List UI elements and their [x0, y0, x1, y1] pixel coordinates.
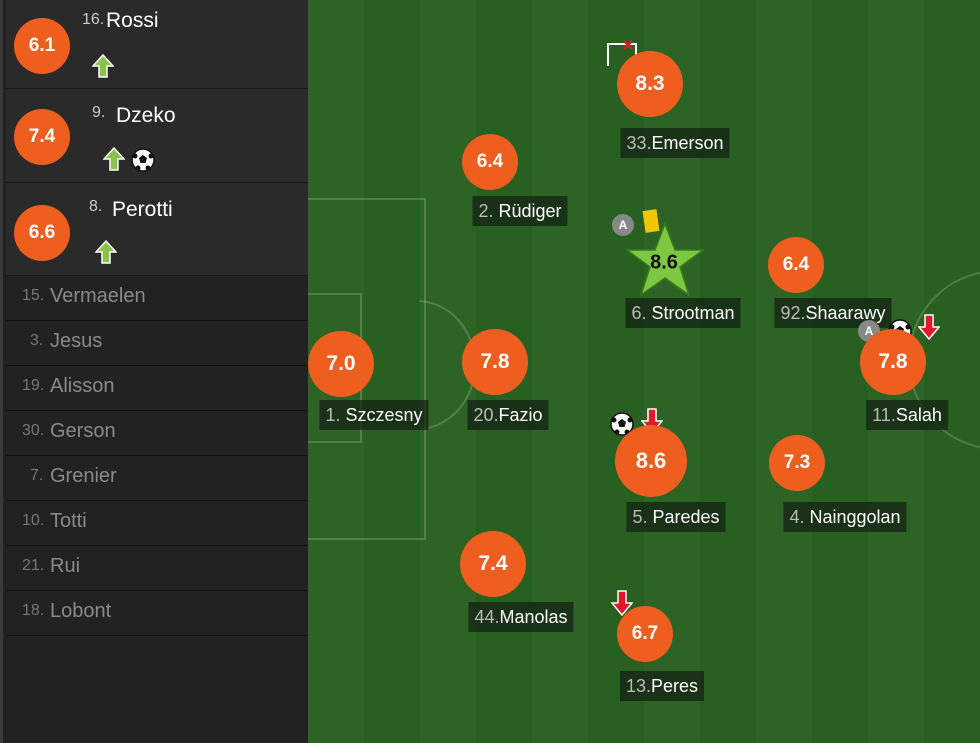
player-name: Salah	[895, 405, 942, 425]
captain-icon: A	[612, 214, 634, 236]
player-name[interactable]: Perotti	[112, 198, 173, 221]
bench-row[interactable]: 19. Alisson	[6, 366, 311, 411]
player-name: Nainggolan	[809, 507, 901, 527]
player-name-tag[interactable]: 4. Nainggolan	[783, 502, 907, 532]
goal-ball-icon	[610, 412, 634, 436]
player-name[interactable]: Grenier	[50, 465, 117, 487]
player-number: 5.	[632, 507, 648, 527]
bench-row[interactable]: 3. Jesus	[6, 321, 311, 366]
sub-in-arrow-icon	[92, 54, 114, 78]
player-name-tag[interactable]: 5. Paredes	[626, 502, 726, 532]
player-name-tag[interactable]: 6. Strootman	[625, 298, 741, 328]
player-name[interactable]: Jesus	[50, 330, 103, 352]
player-name[interactable]: Alisson	[50, 375, 115, 397]
sub-out-arrow-icon	[611, 590, 633, 616]
player-name[interactable]: Lobont	[50, 600, 112, 622]
sub-out-arrow-icon	[918, 314, 940, 340]
player-rating-badge[interactable]: 8.6	[650, 251, 678, 274]
player-name: Manolas	[499, 607, 568, 627]
player-name: Rüdiger	[498, 201, 562, 221]
player-name: Fazio	[498, 405, 543, 425]
player-number: 10.	[22, 512, 45, 529]
player-number: 92.	[780, 303, 806, 323]
player-number: 44.	[474, 607, 500, 627]
player-name: Peres	[651, 676, 699, 696]
player-number: 16.	[82, 11, 105, 28]
player-name-tag[interactable]: 11.Salah	[866, 400, 948, 430]
player-number: 7.	[30, 467, 44, 484]
player-rating-badge[interactable]: 8.6	[615, 425, 687, 497]
player-name-tag[interactable]: 1. Szczesny	[319, 400, 429, 430]
substitute-row[interactable]: 6.6 8. Perotti	[6, 183, 311, 276]
player-number: 20.	[473, 405, 499, 425]
player-rating-badge[interactable]: 6.4	[768, 237, 824, 293]
player-number: 13.	[625, 676, 651, 696]
player-number: 8.	[89, 198, 103, 215]
player-number: 9.	[92, 104, 106, 121]
substitute-row[interactable]: 7.4 9. Dzeko	[6, 89, 311, 183]
player-number: 6.	[631, 303, 647, 323]
bench-row[interactable]: 15. Vermaelen	[6, 276, 311, 321]
player-name-tag[interactable]: 20.Fazio	[467, 400, 549, 430]
player-rating-badge: 6.1	[14, 18, 70, 74]
player-number: 1.	[325, 405, 341, 425]
bench-row[interactable]: 10. Totti	[6, 501, 311, 546]
bench-row[interactable]: 30. Gerson	[6, 411, 311, 456]
man-of-the-match-star-icon	[624, 222, 706, 297]
bench-row[interactable]: 18. Lobont	[6, 591, 311, 636]
player-number: 2.	[478, 201, 494, 221]
player-name[interactable]: Dzeko	[116, 104, 176, 127]
player-name[interactable]: Gerson	[50, 420, 116, 442]
player-name: Shaarawy	[805, 303, 886, 323]
player-rating-badge[interactable]: 8.3	[617, 51, 683, 117]
player-rating-badge[interactable]: 7.8	[860, 329, 926, 395]
player-rating-badge: 7.4	[14, 109, 70, 165]
player-number: 11.	[872, 405, 896, 425]
bench-row[interactable]: 21. Rui	[6, 546, 311, 591]
bench-row[interactable]: 7. Grenier	[6, 456, 311, 501]
substitute-row[interactable]: 6.1 16. Rossi	[6, 0, 311, 89]
sub-in-arrow-icon	[103, 147, 125, 171]
sub-in-arrow-icon	[95, 240, 117, 264]
player-name-tag[interactable]: 92.Shaarawy	[774, 298, 892, 328]
player-name[interactable]: Rui	[50, 555, 81, 577]
player-rating-badge[interactable]: 7.0	[308, 331, 374, 397]
player-name-tag[interactable]: 2. Rüdiger	[472, 196, 568, 226]
player-number: 21.	[22, 557, 45, 574]
player-number: 4.	[789, 507, 805, 527]
player-name[interactable]: Vermaelen	[50, 285, 146, 307]
player-name: Paredes	[652, 507, 720, 527]
player-number: 18.	[22, 602, 45, 619]
player-rating-badge[interactable]: 7.3	[769, 435, 825, 491]
player-number: 19.	[22, 377, 45, 394]
player-name: Szczesny	[345, 405, 423, 425]
player-name-tag[interactable]: 33.Emerson	[620, 128, 730, 158]
goal-ball-icon	[131, 148, 155, 172]
player-number: 30.	[22, 422, 45, 439]
player-name-tag[interactable]: 13.Peres	[619, 671, 705, 701]
player-name: Emerson	[651, 133, 724, 153]
player-name: Strootman	[651, 303, 735, 323]
player-name-tag[interactable]: 44.Manolas	[468, 602, 574, 632]
player-number: 3.	[30, 332, 44, 349]
player-number: 33.	[626, 133, 652, 153]
player-rating-badge[interactable]: 7.8	[462, 329, 528, 395]
player-rating-badge[interactable]: 7.4	[460, 531, 526, 597]
player-name[interactable]: Rossi	[106, 9, 159, 32]
player-rating-badge[interactable]: 6.4	[462, 134, 518, 190]
lineup-sidebar: 6.1 16. Rossi 7.4 9. Dzeko 6.6 8.	[0, 0, 311, 743]
player-rating-badge: 6.6	[14, 205, 70, 261]
player-rating-badge[interactable]: 6.7	[617, 606, 673, 662]
player-number: 15.	[22, 287, 45, 304]
player-name[interactable]: Totti	[50, 510, 87, 532]
